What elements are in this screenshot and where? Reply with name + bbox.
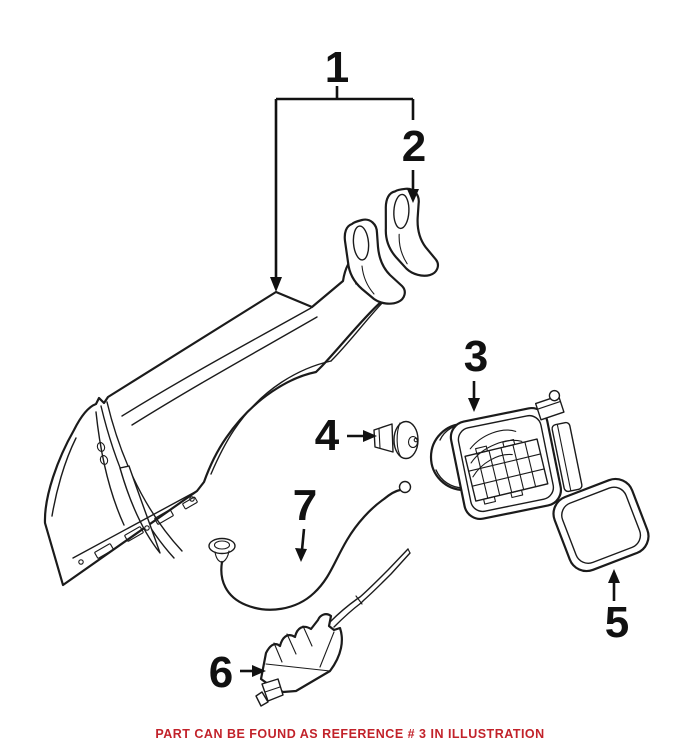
callout-1-label: 1 xyxy=(325,43,349,92)
quarter-panel-drawing xyxy=(43,218,406,587)
callout-2: 2 xyxy=(402,122,426,203)
callout-1: 1 xyxy=(270,43,415,292)
callout-1-arrowhead xyxy=(270,277,282,292)
fuel-door-drawing xyxy=(552,477,650,573)
callout-2-label: 2 xyxy=(402,122,426,171)
housing-flap xyxy=(551,421,583,493)
callout-7-label: 7 xyxy=(293,481,317,530)
callout-5: 5 xyxy=(605,569,629,647)
release-cable-drawing xyxy=(208,480,412,611)
attached-bracket xyxy=(343,218,406,305)
callout-5-label: 5 xyxy=(605,598,629,647)
callout-7: 7 xyxy=(293,481,317,562)
callout-6-label: 6 xyxy=(209,648,233,697)
housing-hinge xyxy=(534,389,565,421)
callout-1-bracket xyxy=(274,86,415,280)
housing-grid xyxy=(464,438,549,505)
callout-3: 3 xyxy=(464,332,488,412)
fuel-filler-housing-drawing xyxy=(429,389,583,521)
callout-6: 6 xyxy=(209,648,266,697)
lock-actuator-drawing xyxy=(255,548,411,707)
callout-3-label: 3 xyxy=(464,332,488,381)
callout-4: 4 xyxy=(315,411,377,460)
callout-4-label: 4 xyxy=(315,411,340,460)
grommet-plug-drawing xyxy=(373,420,419,460)
reference-note: PART CAN BE FOUND AS REFERENCE # 3 IN IL… xyxy=(155,727,545,741)
